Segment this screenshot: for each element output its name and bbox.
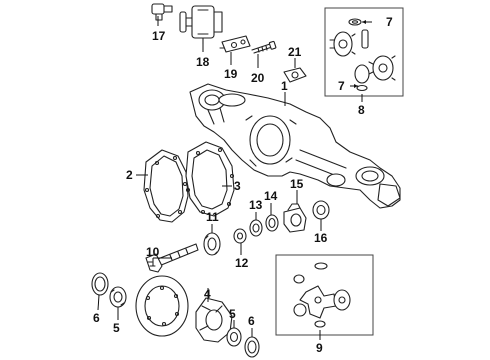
part-9-diff-gear-kit xyxy=(293,262,351,328)
part-13-bearing xyxy=(249,219,263,237)
part-20-stud xyxy=(251,40,277,54)
side-gear-kit-box xyxy=(324,7,404,97)
callout-15: 15 xyxy=(290,177,304,191)
callout-4: 4 xyxy=(204,287,211,301)
part-4-differential-case xyxy=(195,297,233,343)
callout-18: 18 xyxy=(196,55,210,69)
part-1-axle-housing xyxy=(189,83,401,209)
callout-5-right: 5 xyxy=(229,307,236,321)
part-8-side-gear-kit xyxy=(329,18,396,92)
part-18-actuator xyxy=(179,5,223,45)
part-12-spacer xyxy=(233,228,247,244)
part-2-cover-gasket xyxy=(143,149,189,223)
part-5-bearing-right xyxy=(226,327,242,347)
differential-gear-kit-box xyxy=(275,254,374,336)
callout-17: 17 xyxy=(152,29,166,43)
callout-6-left: 6 xyxy=(93,311,100,325)
leader-lines xyxy=(97,16,372,340)
part-15-yoke xyxy=(283,203,307,233)
part-5-bearing-left xyxy=(109,286,127,308)
callout-9: 9 xyxy=(316,341,323,355)
part-11-bearing xyxy=(203,232,221,256)
arrow-7-top xyxy=(362,20,366,24)
callout-21: 21 xyxy=(288,45,302,59)
callout-14: 14 xyxy=(264,189,278,203)
arrow-7-bottom xyxy=(354,84,358,88)
part-16-seal xyxy=(312,200,330,220)
callout-11: 11 xyxy=(206,210,219,224)
callout-13: 13 xyxy=(249,198,263,212)
part-21-plate xyxy=(283,67,307,83)
callout-19: 19 xyxy=(224,67,238,81)
callouts: 17 18 19 20 21 1 2 3 7 7 8 10 11 12 13 1… xyxy=(93,15,393,355)
callout-5-left: 5 xyxy=(113,321,120,335)
part-6-shim-right xyxy=(244,336,260,358)
part-6-shim-left xyxy=(91,272,109,296)
callout-7-top: 7 xyxy=(386,15,393,29)
callout-16: 16 xyxy=(314,231,328,245)
part-3-cover xyxy=(185,141,235,217)
callout-7-bottom: 7 xyxy=(338,79,345,93)
part-17-sensor xyxy=(151,3,173,21)
callout-8: 8 xyxy=(358,103,365,117)
ring-gear xyxy=(135,275,189,337)
callout-1: 1 xyxy=(281,79,288,93)
callout-20: 20 xyxy=(251,71,265,85)
callout-12: 12 xyxy=(235,256,249,270)
callout-6-right: 6 xyxy=(248,314,255,328)
part-10-pinion-gear xyxy=(145,243,199,273)
part-19-bracket xyxy=(219,35,251,53)
part-14-seal xyxy=(265,214,279,232)
callout-2: 2 xyxy=(126,168,133,182)
callout-10: 10 xyxy=(146,245,160,259)
callout-3: 3 xyxy=(234,179,241,193)
